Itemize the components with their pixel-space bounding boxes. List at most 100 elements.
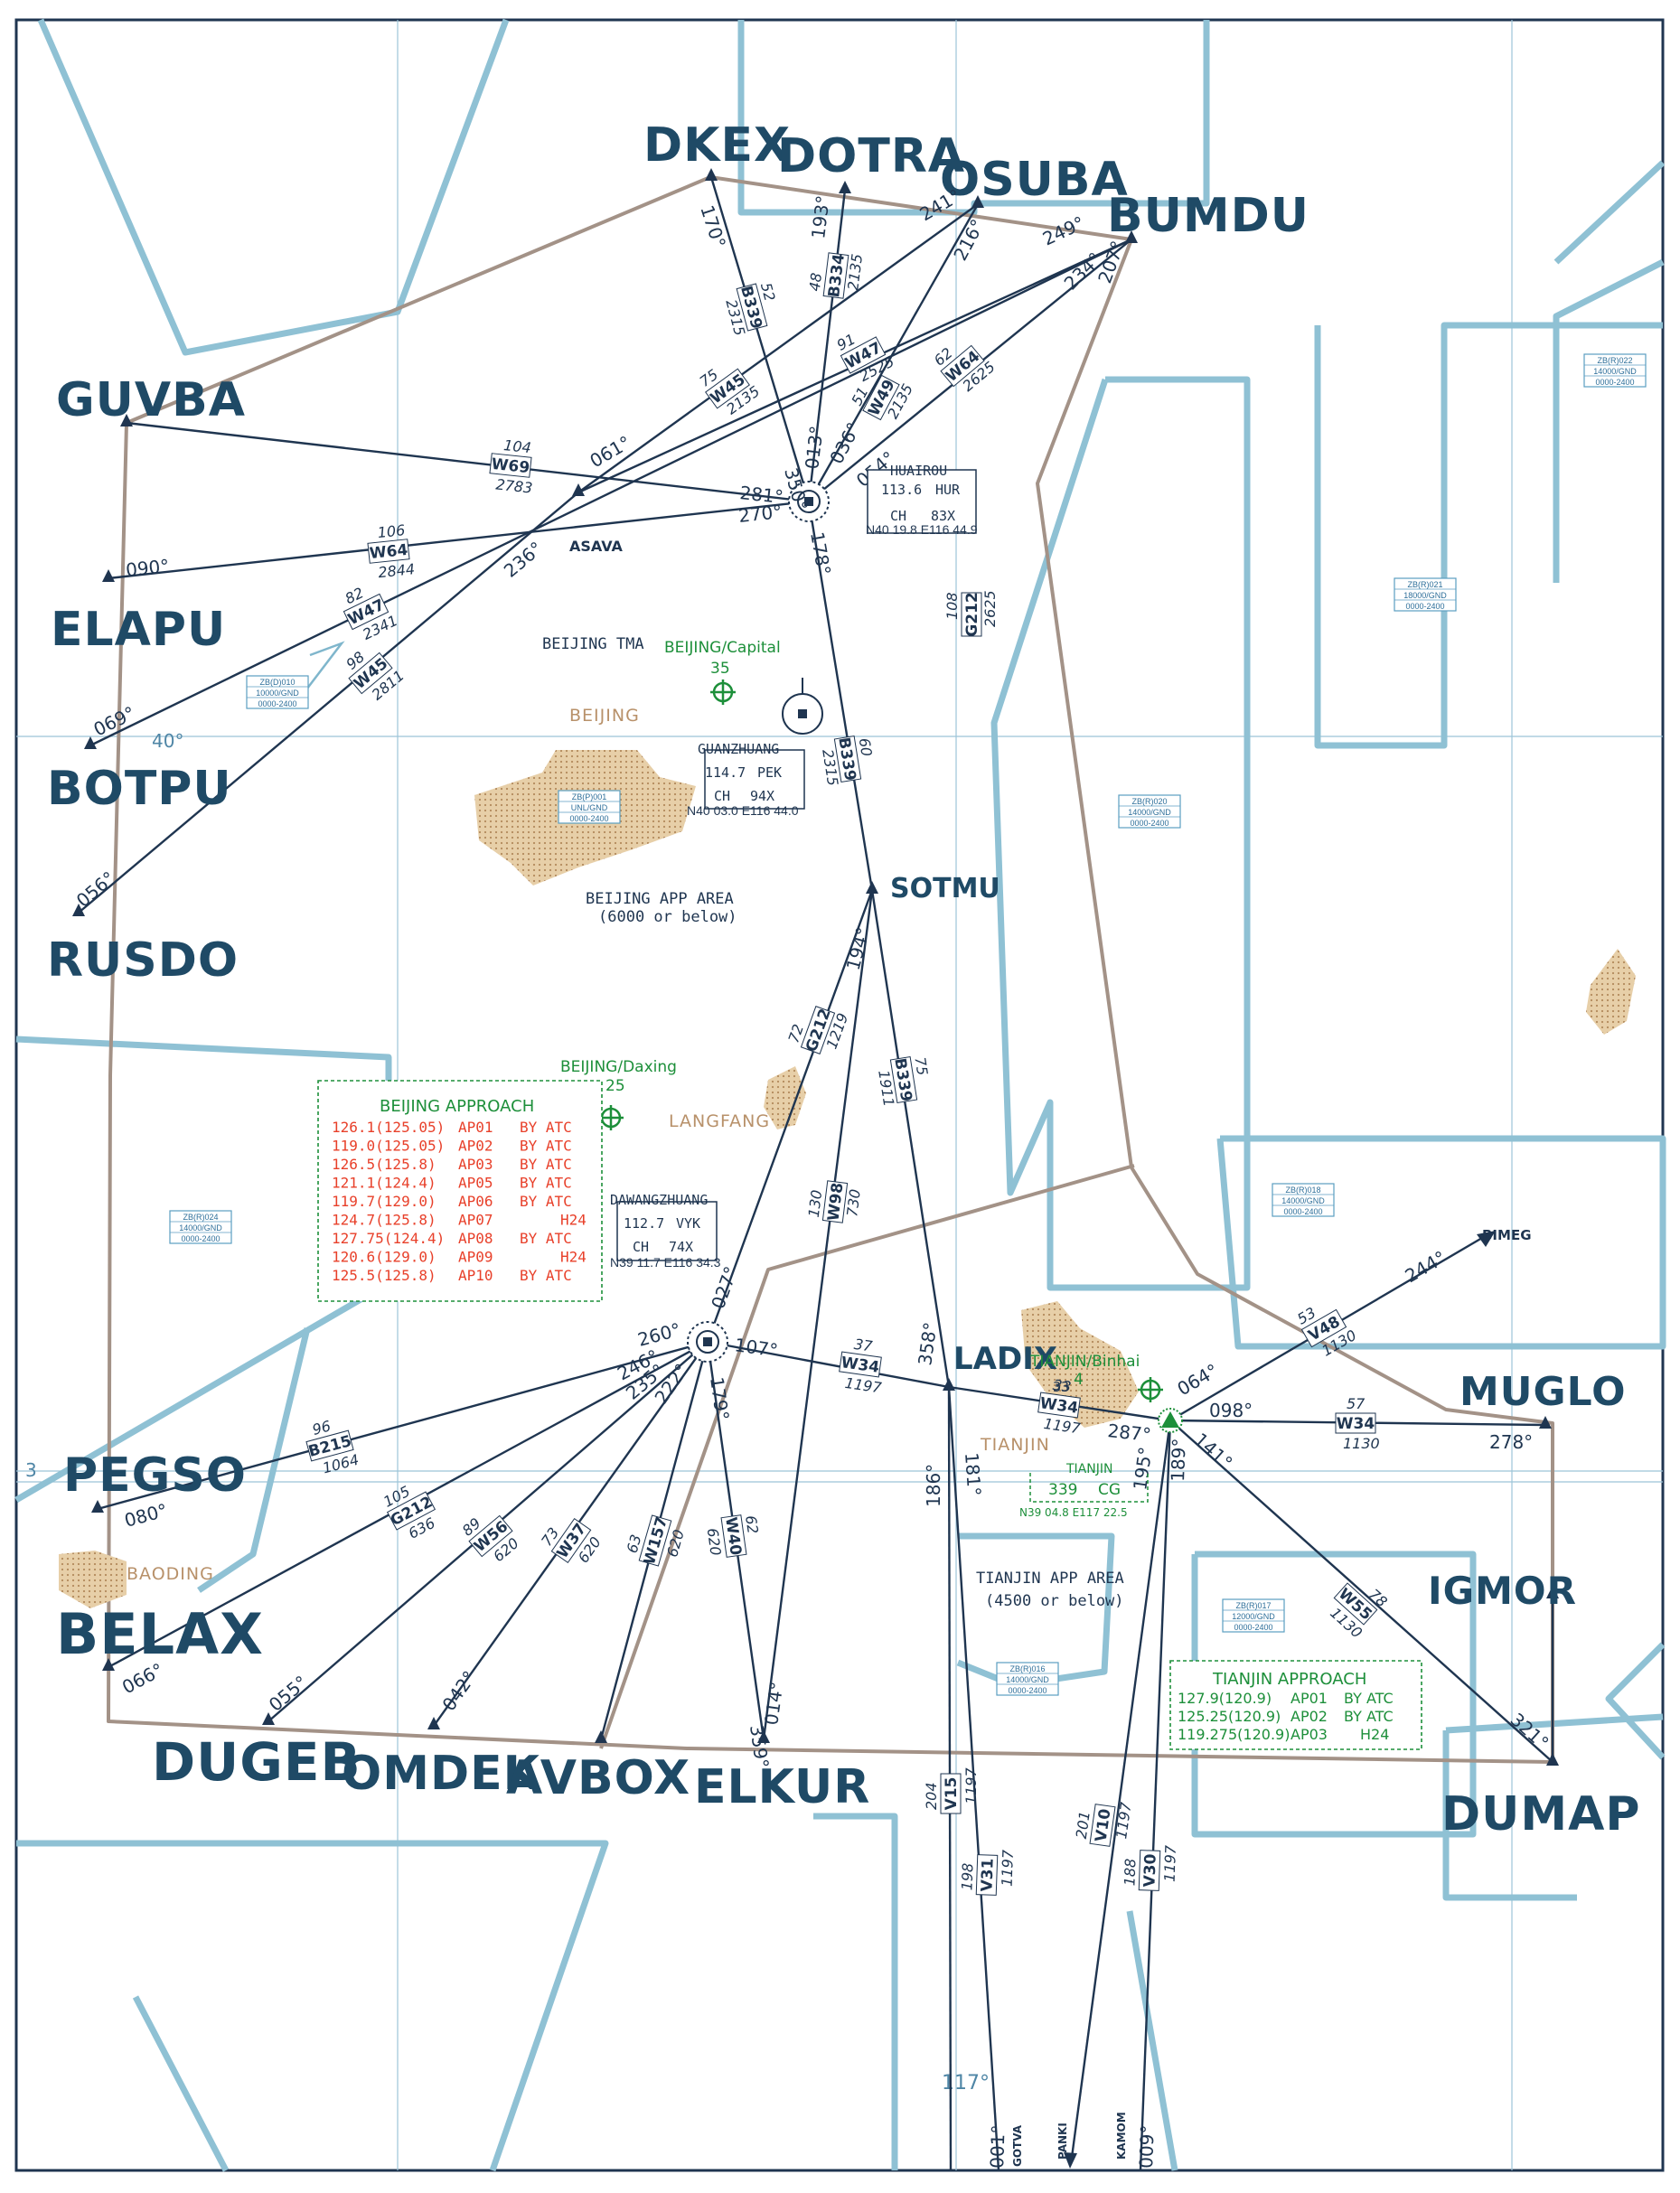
route-w34-b[interactable]: W34 33 1197 [1036,1374,1088,1438]
route-w34-c[interactable]: W34 57 1130 [1335,1395,1380,1452]
route-w69[interactable]: W69 104 2783 [488,436,538,497]
approach-hours: BY ATC [520,1175,572,1192]
svg-text:113.6: 113.6 [881,482,922,498]
route-w98[interactable]: W98 130 730 [805,1178,865,1224]
fix-elapu[interactable]: ELAPU [51,603,226,657]
fix-botpu[interactable]: BOTPU [47,762,232,816]
route-v15[interactable]: V15 204 1197 [923,1767,980,1814]
svg-text:CG: CG [1098,1481,1121,1499]
svg-text:4: 4 [1074,1371,1084,1389]
fix-sotmu[interactable]: SOTMU [890,873,1000,904]
fix-elkur[interactable]: ELKUR [694,1760,870,1814]
route-b339-s[interactable]: B339 75 1911 [874,1054,935,1108]
svg-text:V15: V15 [943,1777,961,1811]
route-v31[interactable]: V31 198 1197 [958,1847,1017,1896]
ndb-tianjin[interactable] [1158,1408,1183,1433]
route-b339-c[interactable]: B339 60 2315 [818,733,879,787]
svg-text:108: 108 [943,592,961,620]
svg-text:74X: 74X [669,1239,693,1255]
airway-w45-west [78,492,579,914]
restricted-area-time: 0000-2400 [569,814,608,823]
route-w64-n[interactable]: W64 62 2625 [929,329,999,399]
fix-dugeb[interactable]: DUGEB [152,1731,361,1793]
approach-hours: BY ATC [1344,1708,1394,1725]
svg-text:2135: 2135 [844,253,866,292]
fix-igmor[interactable]: IGMOR [1428,1569,1577,1613]
area-labels: BEIJING TMA BEIJING BEIJING APP AREA (60… [127,635,1124,1610]
vor-huairou[interactable] [788,481,830,522]
route-w40[interactable]: W40 62 620 [702,1513,765,1560]
approach-freq: 120.6(129.0) [332,1249,436,1266]
navaid-guanzhuang-box: GUANZHUANG 114.7 PEK CH 94X N40 03.0 E11… [687,741,805,818]
lat-39-label: 3 [25,1459,37,1481]
fix-botpu-symbol [84,736,97,749]
svg-text:W69: W69 [491,455,530,477]
restricted-area-limits: 14000/GND [1006,1675,1049,1684]
approach-sector: AP03 [458,1156,493,1173]
fix-belax[interactable]: BELAX [56,1601,264,1667]
beijing-approach-box: BEIJING APPROACH [317,1080,603,1302]
fix-bimeg[interactable]: BIMEG [1482,1227,1532,1243]
vor-dawangzhuang[interactable] [687,1321,728,1363]
route-g212-s[interactable]: G212 72 1219 [784,998,851,1060]
route-w34-a[interactable]: W34 37 1197 [837,1334,889,1397]
fix-osuba[interactable]: OSUBA [940,153,1129,207]
svg-text:193°: 193° [807,194,834,240]
fix-ladix-symbol [943,1378,955,1391]
svg-text:339: 339 [1048,1481,1077,1499]
lon-117-label: 117° [942,2072,990,2095]
svg-text:098°: 098° [1209,1400,1253,1421]
fix-rusdo[interactable]: RUSDO [47,933,239,988]
vor-guanzhuang[interactable] [782,678,823,735]
airway-v31 [947,1386,1000,2171]
fix-ladix[interactable]: LADIX [953,1341,1057,1377]
fix-gotva[interactable]: GOTVA [1011,2124,1024,2167]
fix-pegso-symbol [91,1500,104,1513]
svg-text:201: 201 [1073,1810,1093,1840]
fix-dkex[interactable]: DKEX [643,118,791,173]
fix-dumap[interactable]: DUMAP [1441,1787,1641,1842]
fix-muglo[interactable]: MUGLO [1459,1369,1627,1415]
route-w49[interactable]: W49 51 2135 [847,363,916,428]
approach-hours: H24 [1360,1726,1389,1743]
approach-freq: 119.7(129.0) [332,1193,436,1210]
svg-text:33: 33 [1052,1376,1073,1396]
fix-bumdu[interactable]: BUMDU [1107,189,1309,243]
route-w45-w[interactable]: W45 98 2811 [337,636,408,708]
fix-panki[interactable]: PANKI [1056,2123,1069,2160]
route-b339-n[interactable]: B339 52 2315 [720,279,785,338]
svg-text:204: 204 [923,1782,940,1810]
fix-asava[interactable]: ASAVA [569,538,624,555]
route-b215[interactable]: B215 96 1064 [302,1412,361,1479]
approach-freq: 125.25(120.9) [1178,1708,1281,1725]
route-g212-n[interactable]: G212 108 2625 [943,590,999,636]
fix-dotra[interactable]: DOTRA [777,129,965,183]
fix-avbox[interactable]: AVBOX [506,1751,690,1805]
svg-text:(6000 or below): (6000 or below) [598,908,737,926]
fix-kamom[interactable]: KAMOM [1115,2112,1128,2160]
approach-sector: AP10 [458,1267,493,1284]
approach-hours: BY ATC [520,1193,572,1210]
airway-b339-center [807,501,874,891]
tianjin-approach-box: TIANJIN APPROACH [1169,1660,1422,1750]
fix-guvba[interactable]: GUVBA [56,373,246,427]
route-w64-w[interactable]: W64 106 2844 [366,520,416,582]
approach-hours: BY ATC [520,1267,572,1284]
restricted-area-id: ZB(R)020 [1131,797,1167,806]
fix-pegso[interactable]: PEGSO [63,1448,247,1503]
fix-omdek[interactable]: OMDEK [342,1747,541,1801]
route-v30[interactable]: V30 188 1197 [1121,1842,1179,1891]
restricted-area-id: ZB(R)016 [1009,1664,1045,1673]
